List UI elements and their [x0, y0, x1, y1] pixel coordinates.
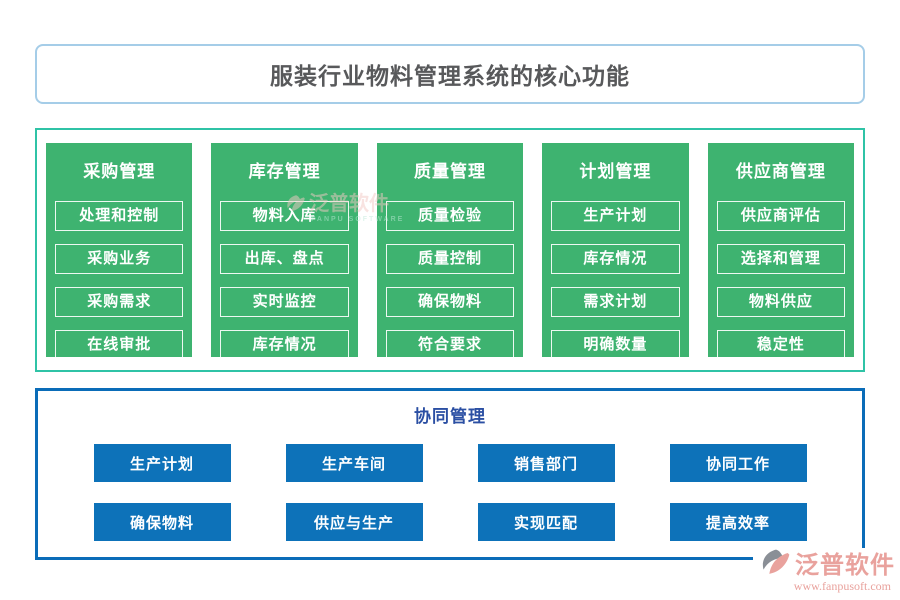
- column-item: 需求计划: [551, 287, 680, 317]
- column-item: 采购需求: [55, 287, 184, 317]
- column-item: 库存情况: [220, 330, 349, 360]
- column-item: 在线审批: [55, 330, 184, 360]
- column-item: 符合要求: [385, 330, 515, 360]
- column-item: 选择和管理: [716, 244, 846, 274]
- column-header: 计划管理: [579, 162, 652, 181]
- column-inventory: 库存管理 物料入库 出库、盘点 实时监控 库存情况: [211, 143, 358, 360]
- collab-item-ensure-material: 确保物料: [93, 503, 231, 541]
- column-procurement: 采购管理 处理和控制 采购业务 采购需求 在线审批: [46, 143, 193, 360]
- collaboration-panel: 协同管理 生产计划 生产车间 销售部门 协同工作 确保物料 供应与生产 实现匹配…: [35, 388, 865, 560]
- column-header: 供应商管理: [735, 162, 826, 181]
- column-planning: 计划管理 生产计划 库存情况 需求计划 明确数量: [542, 143, 689, 360]
- fanpu-logo-icon: [762, 549, 790, 574]
- column-item: 质量控制: [385, 244, 515, 274]
- column-header: 库存管理: [248, 162, 321, 181]
- fanpusoft-logo: 泛普软件 www.fanpusoft.com: [753, 548, 895, 594]
- collaboration-title: 协同管理: [414, 407, 486, 426]
- column-header: 采购管理: [83, 162, 156, 181]
- column-item: 供应商评估: [716, 201, 846, 231]
- column-item: 实时监控: [220, 287, 349, 317]
- collab-item-sales-dept: 销售部门: [477, 444, 615, 482]
- column-item: 物料供应: [716, 287, 846, 317]
- column-item: 库存情况: [551, 244, 680, 274]
- column-item: 明确数量: [551, 330, 680, 360]
- column-supplier: 供应商管理 供应商评估 选择和管理 物料供应 稳定性: [707, 143, 855, 360]
- page-title: 服装行业物料管理系统的核心功能: [270, 63, 630, 89]
- column-item: 质量检验: [385, 201, 515, 231]
- collab-item-achieve-match: 实现匹配: [477, 503, 615, 541]
- logo-name: 泛普软件: [795, 552, 895, 579]
- collab-item-production-plan: 生产计划: [93, 444, 231, 482]
- column-item: 出库、盘点: [220, 244, 349, 274]
- column-item: 确保物料: [385, 287, 515, 317]
- collab-item-supply-production: 供应与生产: [285, 503, 423, 541]
- collab-item-collaborative-work: 协同工作: [669, 444, 807, 482]
- column-item: 物料入库: [220, 201, 349, 231]
- collaboration-grid: 生产计划 生产车间 销售部门 协同工作 确保物料 供应与生产 实现匹配 提高效率: [38, 444, 862, 541]
- collab-item-improve-efficiency: 提高效率: [669, 503, 807, 541]
- title-box: 服装行业物料管理系统的核心功能: [35, 44, 865, 104]
- column-item: 生产计划: [551, 201, 680, 231]
- function-columns-panel: 采购管理 处理和控制 采购业务 采购需求 在线审批 库存管理 物料入库 出库、盘…: [35, 128, 865, 372]
- column-quality: 质量管理 质量检验 质量控制 确保物料 符合要求: [376, 143, 524, 360]
- column-header: 质量管理: [414, 162, 487, 181]
- column-item: 采购业务: [55, 244, 184, 274]
- collab-item-production-workshop: 生产车间: [285, 444, 423, 482]
- column-item: 处理和控制: [55, 201, 184, 231]
- logo-url: www.fanpusoft.com: [793, 579, 891, 593]
- column-item: 稳定性: [716, 330, 846, 360]
